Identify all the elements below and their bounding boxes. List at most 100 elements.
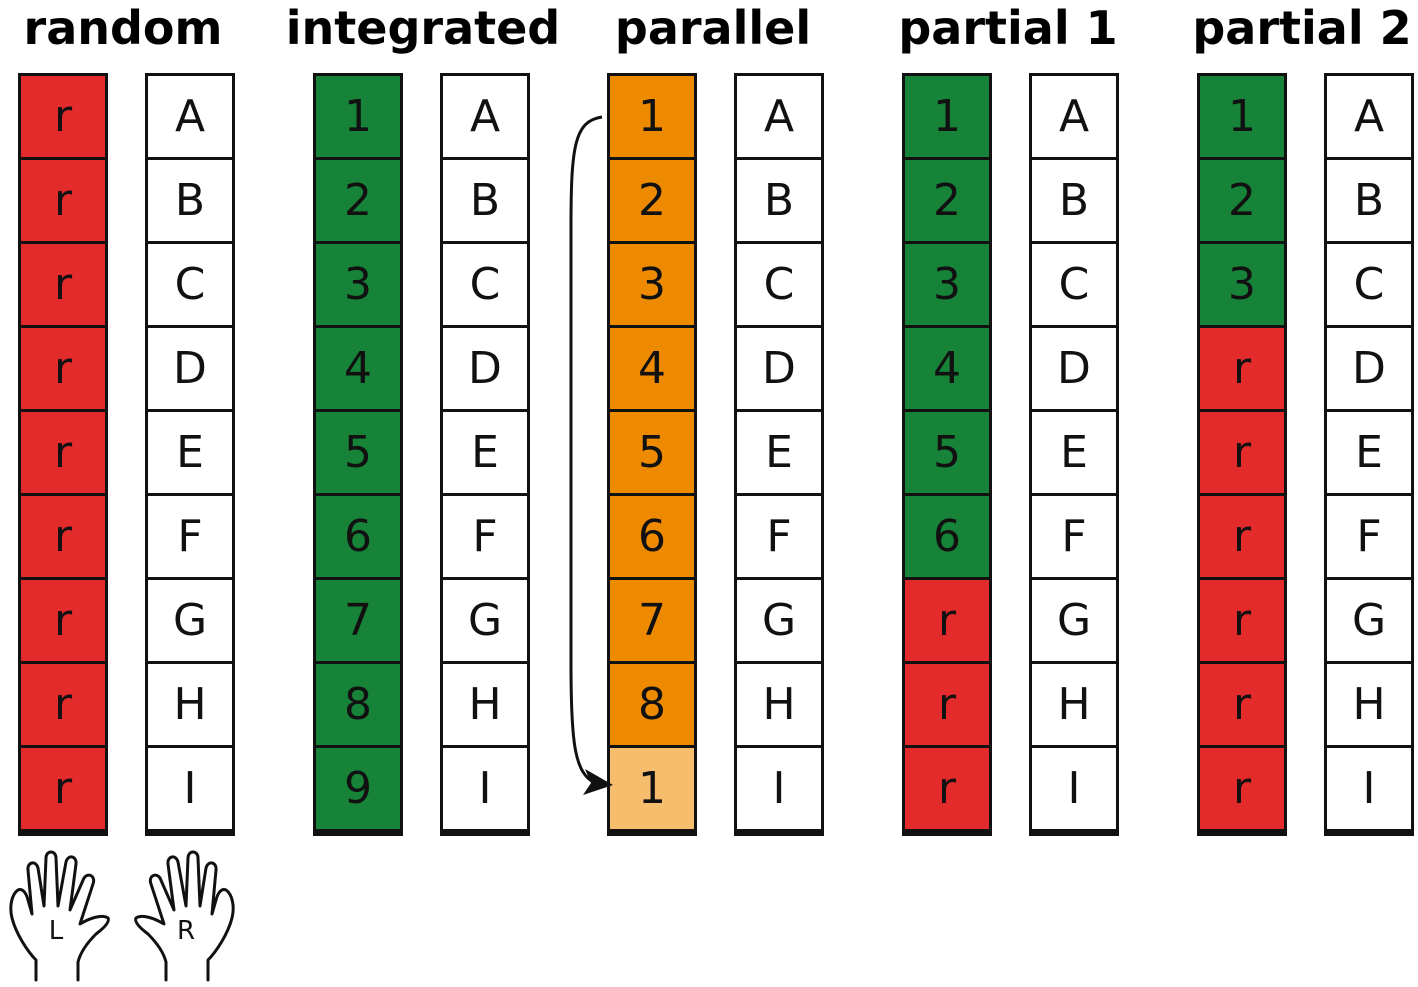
letter-cell: H <box>148 664 232 745</box>
condition-title-2: parallel <box>614 1 812 55</box>
letter-cell: E <box>443 412 527 493</box>
condition-title-3: partial 1 <box>898 1 1118 55</box>
letter-cell: B <box>443 160 527 241</box>
letter-cell: E <box>1327 412 1411 493</box>
letter-cell: A <box>1032 76 1116 157</box>
finger-cell: 1 <box>610 748 694 829</box>
letter-cell: G <box>737 580 821 661</box>
letter-cell: B <box>1327 160 1411 241</box>
finger-cell: 7 <box>610 580 694 661</box>
condition-title-1: integrated <box>285 1 561 55</box>
finger-cell: 2 <box>610 160 694 241</box>
letter-cell: H <box>1327 664 1411 745</box>
letter-cell: E <box>1032 412 1116 493</box>
letter-cell: H <box>737 664 821 745</box>
finger-cell: r <box>21 664 105 745</box>
finger-cell: 1 <box>316 76 400 157</box>
finger-cell: 4 <box>610 328 694 409</box>
condition-title-4: partial 2 <box>1192 1 1412 55</box>
finger-cell: 6 <box>610 496 694 577</box>
finger-cell: 4 <box>905 328 989 409</box>
finger-cell: 9 <box>316 748 400 829</box>
letter-cell: I <box>737 748 821 829</box>
finger-cell: 6 <box>905 496 989 577</box>
finger-cell: r <box>1200 580 1284 661</box>
letter-cell: I <box>443 748 527 829</box>
finger-cell: 7 <box>316 580 400 661</box>
letter-cell: A <box>1327 76 1411 157</box>
letter-cell: D <box>1032 328 1116 409</box>
finger-cell: r <box>21 160 105 241</box>
finger-cell: 5 <box>905 412 989 493</box>
finger-cell: 1 <box>905 76 989 157</box>
finger-cell: r <box>905 664 989 745</box>
letter-cell: H <box>443 664 527 745</box>
letter-cell: B <box>1032 160 1116 241</box>
finger-cell: r <box>905 748 989 829</box>
finger-cell: r <box>21 496 105 577</box>
finger-cell: 3 <box>610 244 694 325</box>
hand-label: L <box>48 916 64 946</box>
letter-cell: D <box>737 328 821 409</box>
finger-cell: r <box>21 244 105 325</box>
repeat-arrow <box>569 115 613 795</box>
hand-label: R <box>176 916 196 946</box>
finger-cell: 4 <box>316 328 400 409</box>
finger-cell: 5 <box>316 412 400 493</box>
letter-cell: B <box>148 160 232 241</box>
letter-cell: A <box>443 76 527 157</box>
finger-cell: 3 <box>1200 244 1284 325</box>
letter-cell: G <box>1327 580 1411 661</box>
finger-cell: 3 <box>905 244 989 325</box>
right-hand-icon: R <box>128 848 238 983</box>
letter-cell: G <box>443 580 527 661</box>
letter-cell: C <box>1032 244 1116 325</box>
letter-cell: F <box>1327 496 1411 577</box>
letter-cell: C <box>148 244 232 325</box>
letter-cell: C <box>443 244 527 325</box>
letter-cell: A <box>737 76 821 157</box>
letter-cell: G <box>148 580 232 661</box>
finger-cell: r <box>1200 664 1284 745</box>
letter-cell: D <box>443 328 527 409</box>
letter-cell: C <box>737 244 821 325</box>
letter-cell: I <box>1032 748 1116 829</box>
condition-title-0: random <box>23 1 223 55</box>
letter-cell: D <box>1327 328 1411 409</box>
finger-cell: 8 <box>316 664 400 745</box>
finger-cell: 3 <box>316 244 400 325</box>
finger-cell: 2 <box>316 160 400 241</box>
finger-cell: r <box>1200 328 1284 409</box>
letter-cell: F <box>737 496 821 577</box>
finger-cell: r <box>21 580 105 661</box>
letter-cell: F <box>443 496 527 577</box>
letter-cell: I <box>148 748 232 829</box>
finger-cell: r <box>21 76 105 157</box>
finger-cell: 2 <box>1200 160 1284 241</box>
letter-cell: D <box>148 328 232 409</box>
finger-cell: 6 <box>316 496 400 577</box>
letter-cell: G <box>1032 580 1116 661</box>
finger-cell: r <box>1200 748 1284 829</box>
finger-cell: 1 <box>1200 76 1284 157</box>
letter-cell: H <box>1032 664 1116 745</box>
finger-cell: 8 <box>610 664 694 745</box>
letter-cell: E <box>737 412 821 493</box>
left-hand-icon: L <box>6 848 116 983</box>
finger-cell: r <box>21 328 105 409</box>
finger-cell: r <box>21 412 105 493</box>
finger-cell: 2 <box>905 160 989 241</box>
letter-cell: I <box>1327 748 1411 829</box>
letter-cell: B <box>737 160 821 241</box>
